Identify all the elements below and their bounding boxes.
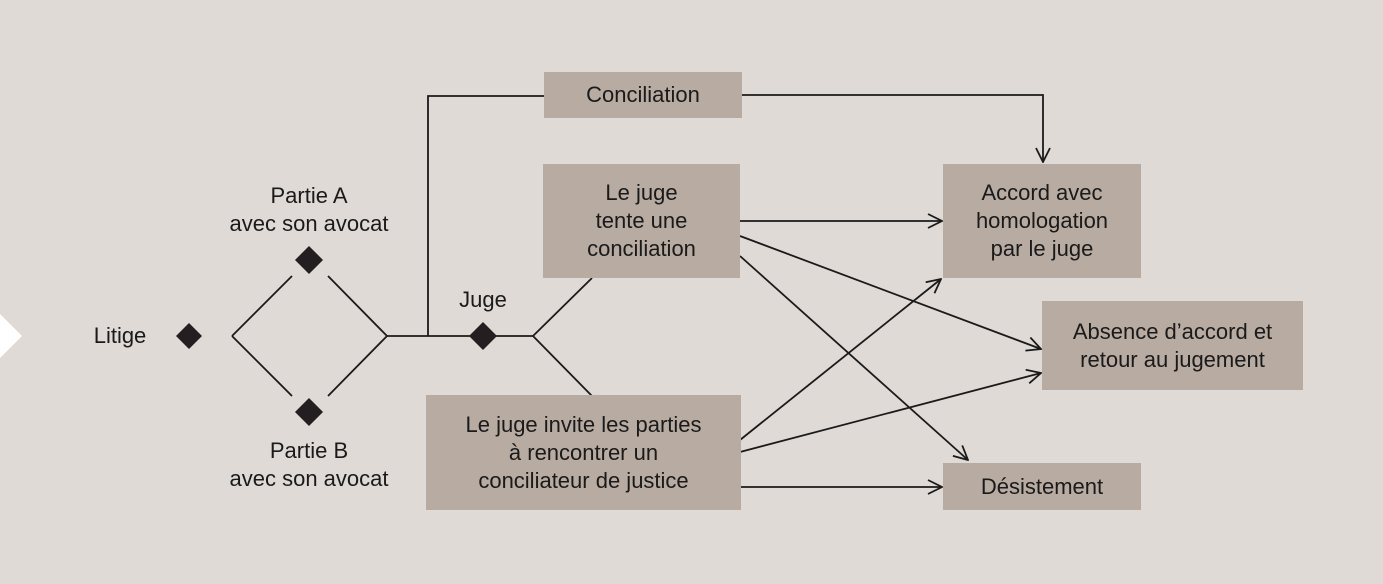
edge-conciliation-branch <box>427 95 545 336</box>
edge-tente-absence <box>739 235 1041 349</box>
node-juge-invite-text: Le juge invite les parties à rencontrer … <box>465 411 702 493</box>
node-absence: Absence d’accord et retour au jugement <box>1042 301 1303 390</box>
edge-tente-desistement <box>739 255 968 460</box>
node-desistement-text: Désistement <box>980 473 1104 499</box>
node-absence-text: Absence d’accord et retour au jugement <box>1072 318 1273 372</box>
edge-invite-absence <box>739 373 1041 453</box>
label-juge: Juge <box>459 287 507 312</box>
node-juge-tente-text: Le juge tente une conciliation <box>587 180 696 261</box>
node-juge-invite: Le juge invite les parties à rencontrer … <box>426 395 741 510</box>
edge-partie-a-merge <box>327 275 388 337</box>
edge-juge-tente <box>532 277 593 337</box>
label-litige: Litige <box>93 323 147 348</box>
node-accord: Accord avec homologation par le juge <box>943 164 1141 278</box>
label-partie-b: Partie B avec son avocat <box>229 438 389 491</box>
edge-juge-invite <box>532 335 593 397</box>
edge-conciliation-accord <box>741 94 1043 162</box>
left-notch <box>0 314 22 358</box>
node-conciliation-text: Conciliation <box>586 82 700 107</box>
node-accord-text: Accord avec homologation par le juge <box>975 180 1109 261</box>
partie-b-marker <box>295 398 323 426</box>
label-partie-a: Partie A avec son avocat <box>229 183 389 236</box>
edge-litige-partie-b <box>231 335 293 397</box>
edge-invite-accord <box>739 279 941 441</box>
node-juge-tente: Le juge tente une conciliation <box>543 164 740 278</box>
node-conciliation: Conciliation <box>544 72 742 118</box>
edge-litige-partie-a <box>231 275 293 337</box>
partie-a-marker <box>295 246 323 274</box>
edge-partie-b-merge <box>327 335 388 397</box>
litige-marker <box>176 323 202 349</box>
node-desistement: Désistement <box>943 463 1141 510</box>
juge-marker <box>469 322 497 350</box>
